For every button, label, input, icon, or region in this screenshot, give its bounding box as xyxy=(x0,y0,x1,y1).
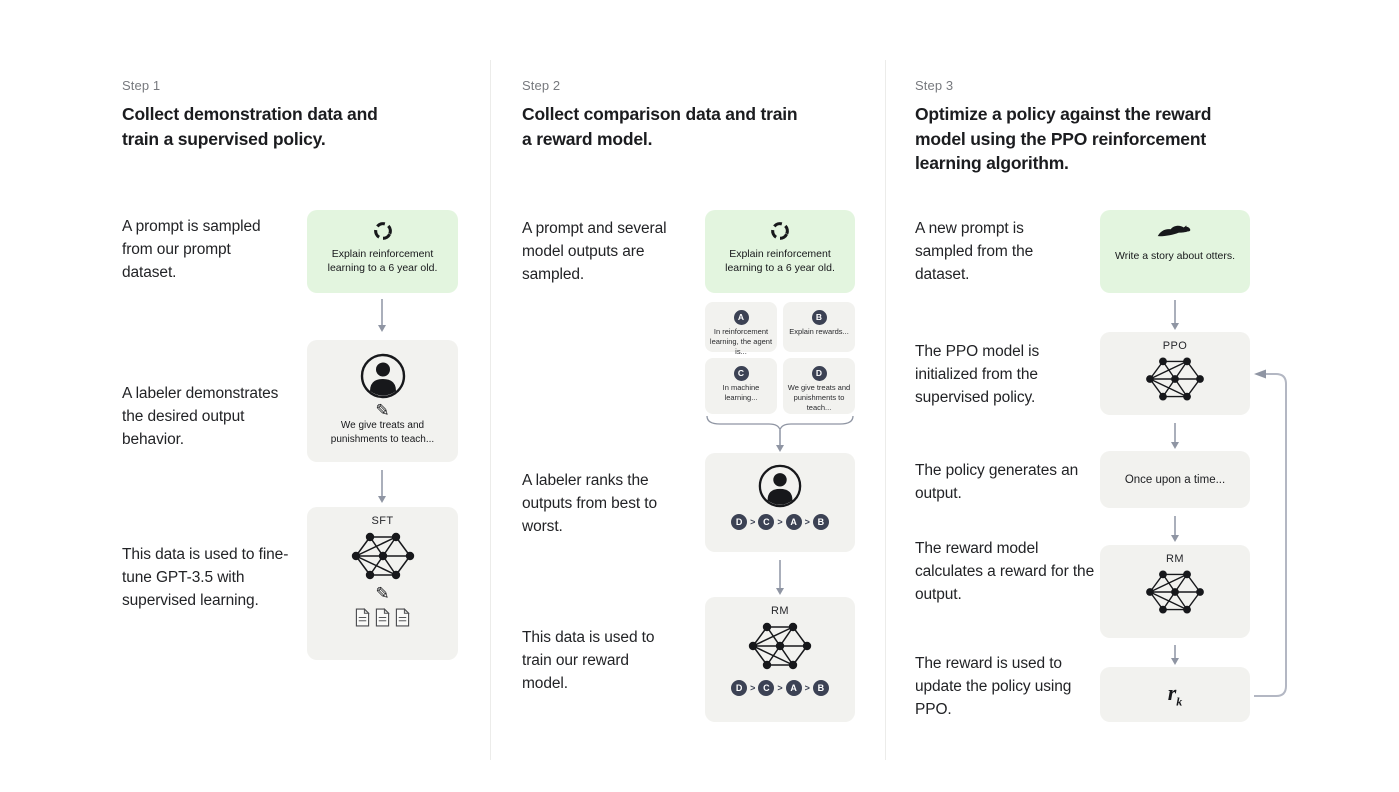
rank-badge: A xyxy=(785,680,802,696)
rank-badge: D xyxy=(731,680,748,696)
output-c-text: In machine learning... xyxy=(722,383,760,402)
rank-separator: > xyxy=(777,517,783,527)
rank-badge: A xyxy=(785,514,802,530)
rm-label: RM xyxy=(771,605,789,617)
policy-output-text: Once upon a time... xyxy=(1124,473,1226,486)
rank-badge: B xyxy=(812,680,829,696)
rm-label: RM xyxy=(1166,553,1184,565)
document-icon xyxy=(375,608,390,627)
step2-row3-description: This data is used to train our reward mo… xyxy=(522,629,655,692)
rank-separator: > xyxy=(750,683,756,693)
down-arrow xyxy=(378,299,386,332)
rank-separator: > xyxy=(777,683,783,693)
output-letter-badge: B xyxy=(811,309,827,325)
pencil-icon: ✎ xyxy=(375,584,390,603)
rank-separator: > xyxy=(804,517,810,527)
sft-label: SFT xyxy=(371,515,394,527)
feedback-loop-arrow xyxy=(1254,369,1287,697)
down-arrow xyxy=(1171,645,1179,665)
neural-network-icon xyxy=(745,619,815,673)
step2-labeler-ranking-box: D > C > A > B xyxy=(705,453,855,552)
reward-symbol: rk xyxy=(1167,679,1183,709)
output-a-text: In reinforcement learning, the agent is.… xyxy=(709,327,773,356)
rank-badge: C xyxy=(758,514,775,530)
step3-row1-description: A new prompt is sampled from the dataset… xyxy=(915,220,1034,283)
step3-row5-description: The reward is used to update the policy … xyxy=(915,655,1072,718)
step3-row3-description: The policy generates an output. xyxy=(915,462,1079,502)
step3-prompt-text: Write a story about otters. xyxy=(1114,250,1236,262)
step1-prompt-box: Explain reinforcement learning to a 6 ye… xyxy=(307,210,458,293)
document-icon xyxy=(355,608,370,627)
output-c-box: C In machine learning... xyxy=(705,358,777,414)
output-b-box: B Explain rewards... xyxy=(783,302,855,352)
column-divider xyxy=(490,60,491,760)
otter-icon xyxy=(1156,222,1194,240)
step3-ppo-model-box: PPO xyxy=(1100,332,1250,415)
labeler-person-icon xyxy=(757,463,803,509)
cycle-icon xyxy=(769,220,791,242)
pencil-icon: ✎ xyxy=(375,401,390,420)
rank-badge: C xyxy=(758,680,775,696)
step1-labeler-box: ✎ We give treats and punishments to teac… xyxy=(307,340,458,462)
ranking-row: D > C > A > B xyxy=(705,680,855,696)
step3-row2-description: The PPO model is initialized from the su… xyxy=(915,343,1040,406)
rank-badge: B xyxy=(812,514,829,530)
neural-network-icon xyxy=(1142,567,1208,617)
step1-demonstration-text: We give treats and punishments to teach.… xyxy=(330,420,435,445)
document-icon xyxy=(395,608,410,627)
output-letter-badge: D xyxy=(811,365,827,381)
step2-reward-model-box: RM D > C > A > B xyxy=(705,597,855,722)
cycle-icon xyxy=(372,220,394,242)
step1-row1-description: A prompt is sampled from our prompt data… xyxy=(122,218,261,281)
output-b-text: Explain rewards... xyxy=(789,327,849,336)
output-letter-badge: A xyxy=(733,309,749,325)
step2-prompt-text: Explain reinforcement learning to a 6 ye… xyxy=(725,248,835,275)
ppo-label: PPO xyxy=(1162,340,1188,352)
ranking-row: D > C > A > B xyxy=(705,514,855,530)
labeler-person-icon xyxy=(359,352,407,400)
output-letter-badge: C xyxy=(733,365,749,381)
step1-row3-description: This data is used to fine-tune GPT-3.5 w… xyxy=(122,546,289,609)
down-arrow xyxy=(1171,516,1179,542)
output-d-box: D We give treats and punishments to teac… xyxy=(783,358,855,414)
step2-row2-description: A labeler ranks the outputs from best to… xyxy=(522,472,657,535)
step2-label: Step 2 xyxy=(522,78,561,93)
step3-label: Step 3 xyxy=(915,78,954,93)
step1-sft-model-box: SFT ✎ xyxy=(307,507,458,660)
down-arrow xyxy=(1171,423,1179,449)
output-a-box: A In reinforcement learning, the agent i… xyxy=(705,302,777,356)
step3-row4-description: The reward model calculates a reward for… xyxy=(915,540,1095,603)
documents-icons xyxy=(307,608,458,627)
down-arrow xyxy=(776,560,784,595)
step3-title: Optimize a policy against the reward mod… xyxy=(915,104,1212,173)
step1-title: Collect demonstration data and train a s… xyxy=(122,104,378,149)
step1-prompt-text: Explain reinforcement learning to a 6 ye… xyxy=(327,248,438,275)
step1-label: Step 1 xyxy=(122,78,161,93)
step2-row1-description: A prompt and several model outputs are s… xyxy=(522,220,667,283)
step3-prompt-box: Write a story about otters. xyxy=(1100,210,1250,293)
rank-badge: D xyxy=(731,514,748,530)
column-divider xyxy=(885,60,886,760)
neural-network-icon xyxy=(1142,354,1208,404)
down-arrow xyxy=(378,470,386,503)
down-arrow xyxy=(1171,300,1179,330)
rank-separator: > xyxy=(750,517,756,527)
output-d-text: We give treats and punishments to teach.… xyxy=(787,383,851,412)
step3-policy-output-box: Once upon a time... xyxy=(1100,451,1250,508)
down-arrow xyxy=(776,429,784,452)
neural-network-icon xyxy=(348,529,418,583)
rank-separator: > xyxy=(804,683,810,693)
step2-prompt-box: Explain reinforcement learning to a 6 ye… xyxy=(705,210,855,293)
step1-row2-description: A labeler demonstrates the desired outpu… xyxy=(122,385,279,448)
step2-title: Collect comparison data and train a rewa… xyxy=(522,104,798,149)
step3-reward-model-box: RM xyxy=(1100,545,1250,638)
step2-model-outputs: A In reinforcement learning, the agent i… xyxy=(705,302,855,414)
step3-reward-value-box: rk xyxy=(1100,667,1250,722)
